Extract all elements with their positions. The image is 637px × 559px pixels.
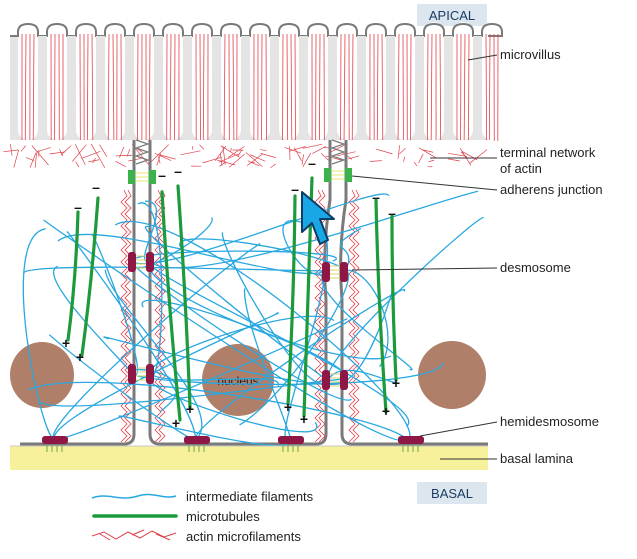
microtubule [374, 198, 388, 414]
microvilli-layer [10, 22, 503, 148]
desmosomes [128, 252, 348, 390]
plus-end-sign: + [392, 375, 400, 391]
mouse-pointer-icon [301, 191, 335, 245]
callouts [351, 54, 498, 460]
desmosome-plaque [322, 370, 330, 390]
apical-tag [417, 4, 487, 26]
microtubule [286, 194, 297, 406]
label-microvillus: microvillus [500, 47, 561, 62]
plus-end-sign: + [172, 415, 180, 431]
plus-end-sign: + [76, 349, 84, 365]
legend-label-microtubules: microtubules [186, 509, 260, 524]
minus-end-sign: – [74, 199, 82, 215]
plus-end-sign: + [284, 399, 292, 415]
minus-end-sign: – [92, 179, 100, 195]
minus-end-sign: – [388, 205, 396, 221]
desmosome-plaque [340, 262, 348, 282]
desmosome-plaque [146, 252, 154, 272]
nucleus-label: nucleus [217, 374, 258, 388]
hemidesmosomes [42, 436, 424, 452]
legend-label-intermediate: intermediate filaments [186, 489, 314, 504]
plus-end-sign: + [186, 401, 194, 417]
hemidesmosome-plaque [398, 436, 424, 444]
callout-labels: microvillus terminal network of actin ad… [500, 47, 603, 466]
microtubules [66, 176, 398, 422]
hemidesmosome-plaque [278, 436, 304, 444]
label-hemidesmosome: hemidesmosome [500, 414, 599, 429]
legend-label-actin: actin microfilaments [186, 529, 301, 544]
polarity-signs: ––––––––++++++++ [62, 155, 400, 431]
nucleus-left [10, 342, 74, 408]
microtubule [66, 210, 80, 342]
legend-swatch-actin [91, 529, 177, 541]
basal-tag [417, 482, 487, 504]
minus-end-sign: – [308, 155, 316, 171]
terminal-actin-network [3, 140, 488, 170]
basal-label: BASAL [431, 486, 473, 501]
nucleus-right [418, 341, 486, 409]
basal-lamina [10, 446, 488, 470]
microtubule [80, 196, 100, 357]
legend-swatch-intermediate [91, 493, 177, 499]
plus-end-sign: + [300, 411, 308, 427]
microtubule [176, 184, 192, 410]
hemidesmosome-plaque [42, 436, 68, 444]
lateral-membranes [20, 139, 488, 446]
minus-end-sign: – [372, 189, 380, 205]
microtubule [390, 214, 398, 382]
legend: intermediate filaments microtubules acti… [91, 489, 314, 544]
apical-label: APICAL [429, 8, 475, 23]
desmosome-plaque [128, 364, 136, 384]
adherens-junctions [128, 168, 352, 184]
minus-end-sign: – [158, 167, 166, 183]
label-terminal-network-2: of actin [500, 161, 542, 176]
desmosome-plaque [128, 252, 136, 272]
plus-end-sign: + [62, 335, 70, 351]
desmosome-plaque [340, 370, 348, 390]
hemidesmosome-plaque [184, 436, 210, 444]
desmosome-plaque [146, 364, 154, 384]
label-adherens-junction: adherens junction [500, 182, 603, 197]
label-terminal-network-1: terminal network [500, 145, 596, 160]
minus-end-sign: – [174, 163, 182, 179]
label-basal-lamina: basal lamina [500, 451, 574, 466]
desmosome-plaque [322, 262, 330, 282]
plus-end-sign: + [382, 403, 390, 419]
label-desmosome: desmosome [500, 260, 571, 275]
microtubule [160, 190, 182, 422]
minus-end-sign: – [291, 181, 299, 197]
